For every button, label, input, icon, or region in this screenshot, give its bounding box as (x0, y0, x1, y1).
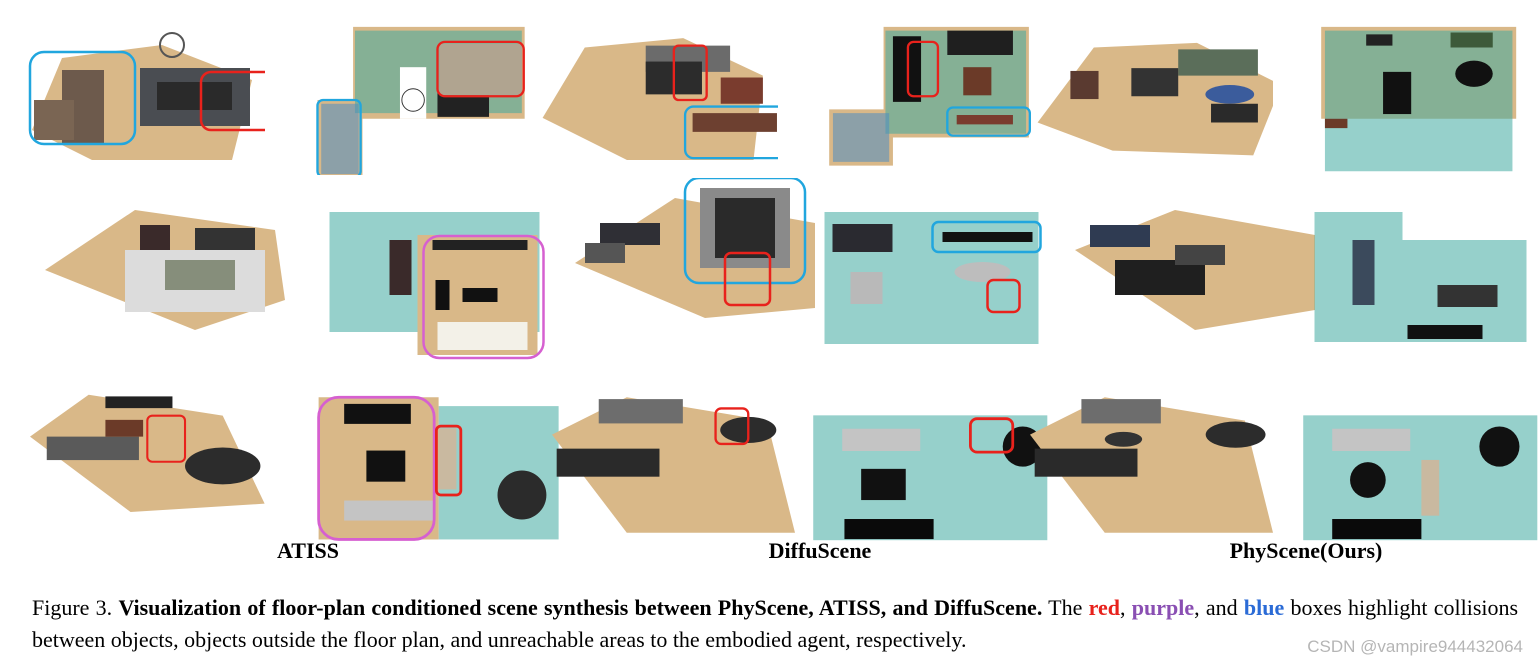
atiss-row2-topdown (315, 210, 558, 360)
figure-label: Figure 3. (32, 595, 113, 620)
caption-title: Visualization of floor-plan conditioned … (118, 595, 1043, 620)
physcene-row3-topdown (1301, 405, 1539, 555)
caption-comma: , (1120, 595, 1126, 620)
keyword-purple: purple (1131, 595, 1195, 620)
column-label-diffuscene: DiffuScene (768, 538, 872, 563)
diffuscene-row1-render (535, 10, 778, 160)
diffuscene-row1-topdown (808, 25, 1051, 175)
physcene-row2-topdown (1300, 210, 1539, 360)
diffuscene-row3-topdown (811, 405, 1054, 555)
figure-grid: ATISS DiffuScene PhyScene(Ours) (22, 10, 1539, 563)
figure-caption: Figure 3. Visualization of floor-plan co… (32, 592, 1518, 656)
diffuscene-row3-render (552, 390, 795, 540)
atiss-row3-render (30, 370, 273, 520)
atiss-row3-topdown (316, 395, 559, 545)
caption-text-1: The (1048, 595, 1083, 620)
diffuscene-row2-render (575, 178, 818, 328)
atiss-row2-render (45, 190, 288, 340)
diffuscene-row2-topdown (810, 210, 1053, 360)
keyword-red: red (1088, 595, 1120, 620)
keyword-blue: blue (1243, 595, 1285, 620)
physcene-row2-render (1075, 190, 1318, 340)
caption-text-2: , and (1194, 595, 1238, 620)
physcene-row1-topdown (1300, 25, 1539, 175)
column-label-atiss: ATISS (277, 538, 339, 563)
caption-text-3: boxes highlight collisions between objec… (32, 595, 1519, 652)
physcene-row1-render (1030, 10, 1273, 160)
atiss-row1-render (22, 10, 265, 160)
watermark: CSDN @vampire944432064 (1307, 637, 1523, 656)
atiss-row1-topdown (308, 25, 551, 175)
physcene-row3-render (1030, 390, 1273, 540)
column-label-physcene: PhyScene(Ours) (1229, 538, 1383, 563)
